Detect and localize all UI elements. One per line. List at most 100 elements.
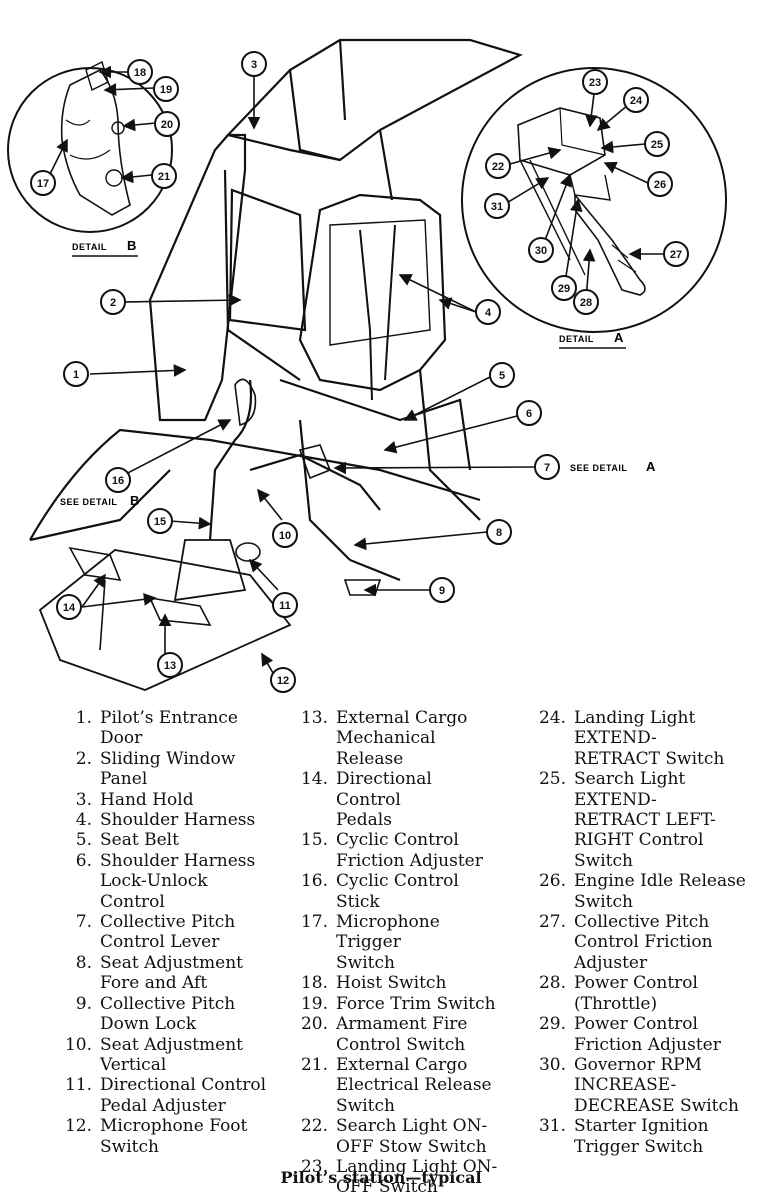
- legend-item-text: Starter Ignition: [574, 1116, 709, 1137]
- legend-item-text: Cyclic Control: [336, 830, 459, 851]
- legend-item-text: Lock-Unlock: [100, 871, 208, 892]
- callout-26: 26: [647, 171, 673, 197]
- legend-item-text: Power Control: [574, 1014, 698, 1035]
- legend-item-line: 3.Hand Hold: [60, 790, 275, 810]
- legend-item-number: 27.: [538, 912, 566, 933]
- callout-11: 11: [272, 592, 298, 618]
- legend-item-line: 24.Landing Light: [528, 708, 753, 728]
- legend-item-text: Seat Adjustment: [100, 1034, 243, 1055]
- legend-item-number: 14.: [300, 769, 328, 790]
- legend-item-line: 10. Seat Adjustment: [60, 1035, 275, 1055]
- callout-14: 14: [56, 594, 82, 620]
- legend-item-line: Control Switch: [290, 1035, 500, 1055]
- legend-item-text: Fore and Aft: [100, 973, 208, 994]
- callout-20: 20: [154, 111, 180, 137]
- legend-item-line: 11.Directional Control: [60, 1075, 275, 1095]
- svg-text:28: 28: [580, 297, 592, 309]
- svg-text:18: 18: [134, 67, 146, 79]
- legend-item-number: 15.: [300, 830, 328, 851]
- svg-text:8: 8: [496, 527, 502, 539]
- callout-10: 10: [272, 522, 298, 548]
- legend-item-number: 16.: [300, 871, 328, 892]
- legend-item-number: [528, 994, 566, 1014]
- legend-item-text: Down Lock: [100, 1014, 197, 1035]
- svg-text:A: A: [646, 459, 656, 474]
- legend-item-number: [290, 1137, 328, 1157]
- svg-text:5: 5: [499, 370, 505, 382]
- legend-item-number: 3.: [75, 789, 92, 810]
- legend-item-number: 7.: [75, 912, 92, 933]
- legend-item-line: Switch: [528, 851, 753, 871]
- legend-item-number: [60, 1096, 92, 1116]
- legend-item-text: Power Control: [574, 973, 698, 994]
- legend-item-line: 15. Cyclic Control: [290, 830, 500, 850]
- legend-item-text: Control Friction: [574, 932, 713, 953]
- legend-item-line: 6. Shoulder Harness: [60, 851, 275, 871]
- svg-text:9: 9: [439, 585, 445, 597]
- legend-item-number: 6.: [75, 850, 92, 871]
- callout-6: 6: [516, 400, 542, 426]
- callout-29: 29: [551, 275, 577, 301]
- legend-item-line: 8. Seat Adjustment: [60, 953, 275, 973]
- svg-text:1: 1: [73, 369, 79, 381]
- svg-text:26: 26: [654, 179, 666, 191]
- legend-item-number: 10.: [64, 1034, 92, 1055]
- svg-text:20: 20: [161, 119, 173, 131]
- legend-item-text: Electrical Release: [336, 1075, 492, 1096]
- svg-text:29: 29: [558, 283, 570, 295]
- legend-item-line: 18.Hoist Switch: [290, 973, 500, 993]
- legend-item-line: Trigger Switch: [528, 1137, 753, 1157]
- legend-item-line: 25.Search Light: [528, 769, 753, 789]
- svg-text:7: 7: [544, 462, 550, 474]
- svg-text:19: 19: [160, 84, 172, 96]
- callout-21: 21: [151, 163, 177, 189]
- legend-item-text: Door: [100, 728, 143, 749]
- legend-item-number: [60, 871, 92, 891]
- legend-item-text: Switch: [574, 891, 633, 912]
- legend-item-text: Switch: [336, 952, 395, 973]
- legend-item-number: 8.: [75, 952, 92, 973]
- legend-item-number: [528, 953, 566, 973]
- legend-item-line: 1.Pilot’s Entrance: [60, 708, 275, 728]
- svg-text:24: 24: [630, 95, 643, 107]
- legend-item-number: [528, 790, 566, 810]
- legend-item-number: 19.: [300, 993, 328, 1014]
- svg-text:17: 17: [37, 178, 49, 190]
- legend-item-text: RETRACT Switch: [574, 748, 725, 769]
- legend-item-text: Force Trim Switch: [336, 993, 496, 1014]
- legend-item-text: Vertical: [100, 1054, 167, 1075]
- legend-item-text: Trigger Switch: [574, 1136, 704, 1157]
- legend-item-line: Adjuster: [528, 953, 753, 973]
- legend-item-number: [60, 769, 92, 789]
- callout-markers: 1 2 3 4 5 6 7 8 9 10 11 12 13 14 15 16 1…: [30, 51, 689, 693]
- legend-item-number: 9.: [75, 993, 92, 1014]
- callout-1: 1: [63, 361, 89, 387]
- legend-item-text: Pedals: [336, 810, 392, 831]
- leader-lines: [49, 65, 663, 674]
- legend-item-number: [60, 892, 92, 912]
- legend-item-text: External Cargo: [336, 708, 468, 728]
- legend-item-text: Collective Pitch: [574, 912, 710, 933]
- svg-text:31: 31: [491, 201, 503, 213]
- legend-item-text: Search Light: [574, 769, 686, 790]
- legend-item-line: RETRACT LEFT-: [528, 810, 753, 830]
- legend-item-number: [290, 810, 328, 830]
- callout-30: 30: [528, 237, 554, 263]
- legend-item-text: Sliding Window: [100, 748, 236, 769]
- legend-item-number: [60, 1055, 92, 1075]
- legend-item-text: Shoulder Harness: [100, 850, 256, 871]
- callout-22: 22: [485, 153, 511, 179]
- legend-item-text: Mechanical Release: [336, 728, 436, 769]
- legend-item-line: DECREASE Switch: [528, 1096, 753, 1116]
- legend-item-text: Cyclic Control Stick: [336, 871, 459, 912]
- legend-item-text: Hoist Switch: [336, 973, 447, 994]
- legend-item-line: 7.Collective Pitch: [60, 912, 275, 932]
- legend-item-number: [60, 973, 92, 993]
- callout-24: 24: [623, 87, 649, 113]
- legend-item-line: RETRACT Switch: [528, 749, 753, 769]
- legend-item-line: Switch: [290, 953, 500, 973]
- legend-item-text: Seat Adjustment: [100, 952, 243, 973]
- svg-text:SEE DETAIL: SEE DETAIL: [570, 463, 627, 473]
- legend-item-line: 9.Collective Pitch: [60, 994, 275, 1014]
